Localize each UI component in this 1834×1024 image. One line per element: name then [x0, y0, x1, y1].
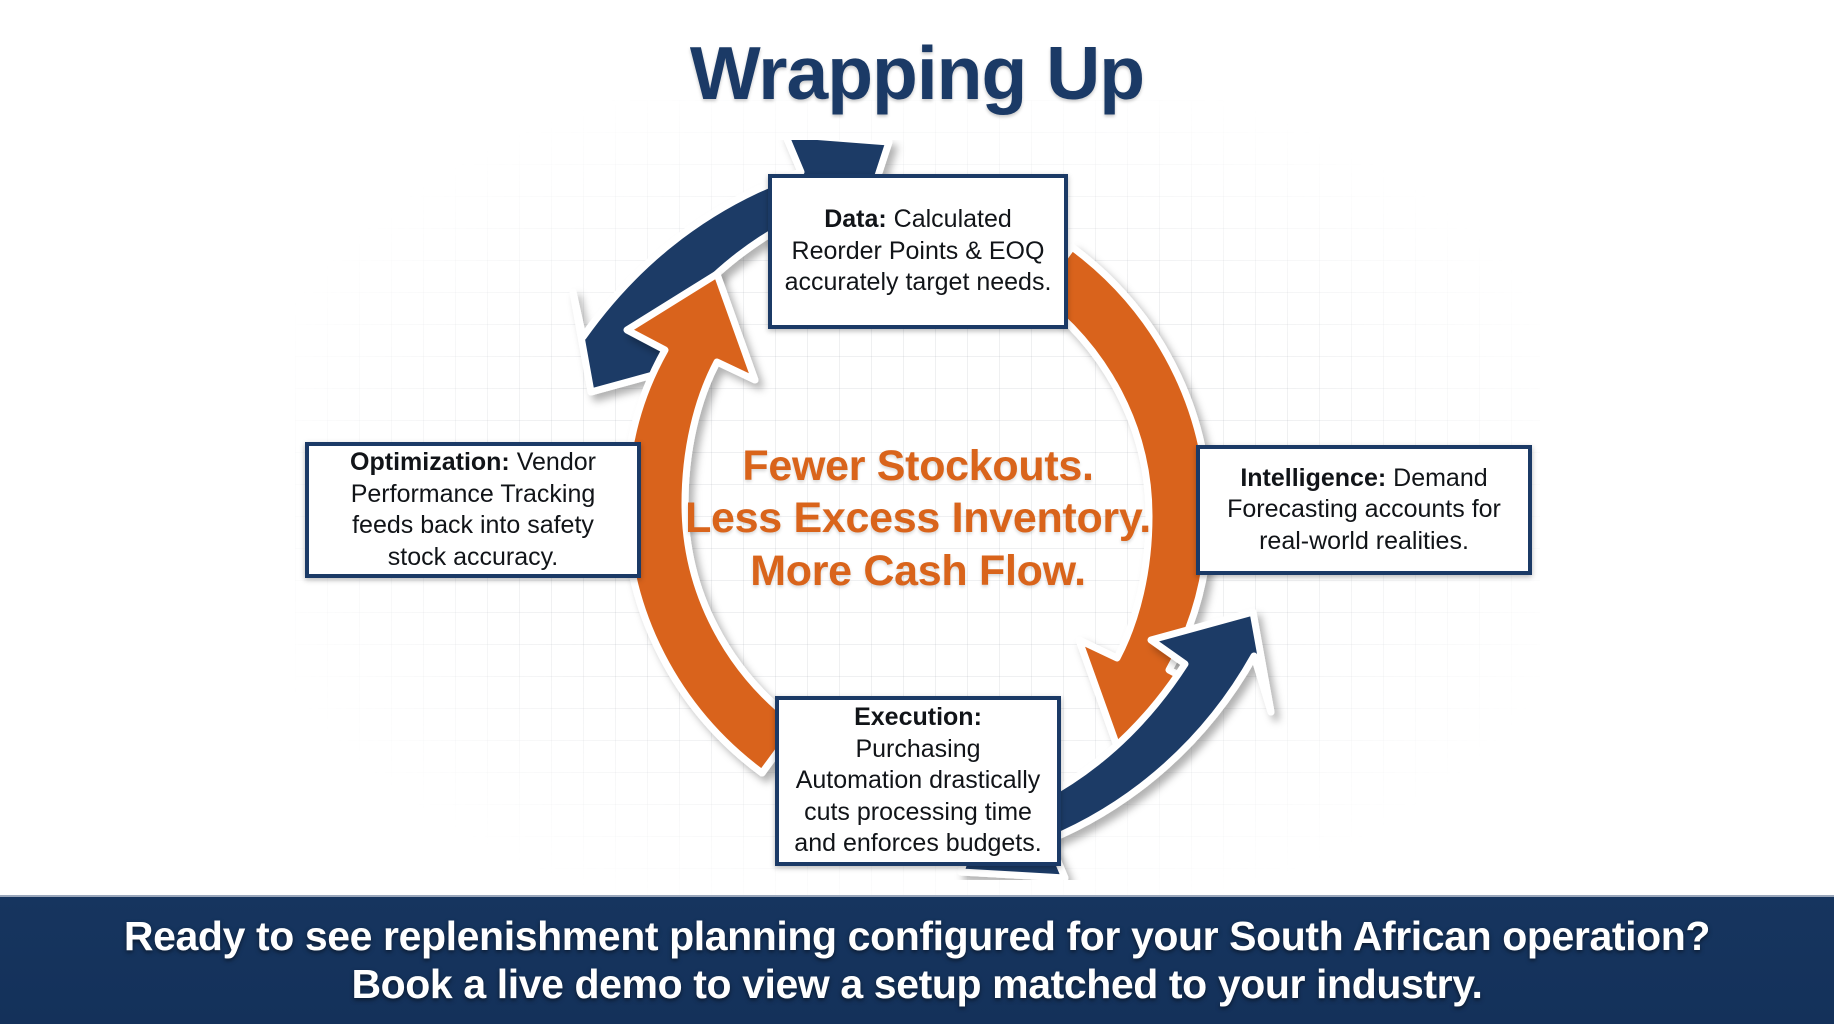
callout-intelligence-body: Demand Forecasting accounts for real-wor… — [1227, 463, 1501, 555]
callout-data: Data: Calculated Reorder Points & EOQ ac… — [768, 174, 1068, 329]
callout-intelligence: Intelligence: Demand Forecasting account… — [1196, 445, 1532, 575]
center-message-line-2: Less Excess Inventory. — [685, 494, 1151, 543]
arrow-left-orange — [621, 270, 802, 777]
callout-optimization-label: Optimization: — [350, 448, 510, 476]
callout-optimization: Optimization: Vendor Performance Trackin… — [305, 442, 641, 578]
callout-optimization-text: Optimization: Vendor Performance Trackin… — [321, 447, 625, 573]
callout-data-label: Data: — [824, 205, 887, 234]
callout-execution: Execution: Purchasing Automation drastic… — [775, 696, 1061, 866]
callout-intelligence-label: Intelligence: — [1240, 463, 1387, 492]
cta-line-1: Ready to see replenishment planning conf… — [123, 913, 1711, 960]
page-title: Wrapping Up — [689, 31, 1145, 115]
cta-banner: Ready to see replenishment planning conf… — [0, 895, 1834, 1024]
center-message: Fewer Stockouts. Less Excess Inventory. … — [640, 440, 1196, 597]
callout-execution-label: Execution: — [854, 703, 982, 732]
callout-optimization-body: Vendor Performance Tracking feeds back i… — [350, 448, 596, 571]
center-message-line-1: Fewer Stockouts. — [742, 442, 1094, 490]
center-message-line-3: More Cash Flow. — [750, 546, 1086, 595]
cta-line-2: Book a live demo to view a setup matched… — [351, 960, 1483, 1007]
callout-execution-body: Purchasing Automation drastically cuts p… — [794, 734, 1042, 858]
callout-intelligence-text: Intelligence: Demand Forecasting account… — [1212, 463, 1516, 558]
callout-data-text: Data: Calculated Reorder Points & EOQ ac… — [784, 204, 1052, 299]
callout-data-body: Calculated Reorder Points & EOQ accurate… — [784, 205, 1052, 297]
callout-execution-text: Execution: Purchasing Automation drastic… — [791, 702, 1045, 860]
